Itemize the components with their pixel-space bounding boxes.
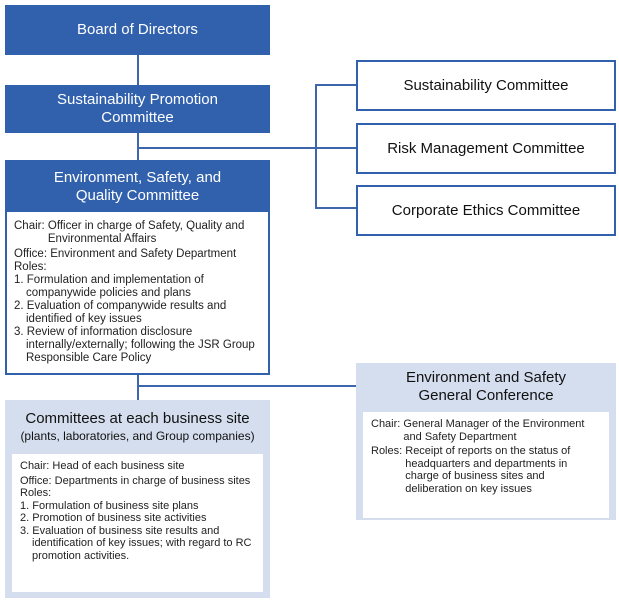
- sustainability-committee-box: Sustainability Committee: [356, 60, 616, 111]
- connector: [137, 147, 356, 149]
- office-value: Environment and Safety Department: [50, 248, 237, 260]
- chair-value: Officer in charge of Safety, Quality and…: [47, 220, 245, 245]
- conference-title: Environment and Safety General Conferenc…: [405, 369, 567, 404]
- connector: [315, 84, 356, 86]
- role-item: 2. Promotion of business site activities: [20, 512, 207, 524]
- roles-label: Roles:: [14, 261, 47, 273]
- role-item: 2. Evaluation of companywide results and…: [14, 300, 227, 325]
- chair-value: General Manager of the Environment and S…: [403, 418, 585, 443]
- roles-label: Roles:: [371, 445, 403, 457]
- role-item: 1. Formulation and implementation of com…: [14, 274, 204, 299]
- connector: [137, 133, 139, 160]
- business-site-committees-box: Committees at each business site (plants…: [5, 400, 270, 598]
- chair-label: Chair:: [20, 460, 50, 472]
- connector: [137, 385, 356, 387]
- connector: [137, 55, 139, 85]
- bracket-connector: [315, 85, 317, 209]
- chair-label: Chair:: [371, 418, 401, 430]
- site-title: Committees at each business site: [25, 410, 250, 427]
- connector: [137, 375, 139, 400]
- sustainability-promotion-committee-box: Sustainability Promotion Committee: [5, 85, 270, 133]
- chair-value: Head of each business site: [52, 460, 185, 472]
- risk-management-committee-box: Risk Management Committee: [356, 123, 616, 174]
- roles-value: Receipt of reports on the status of head…: [405, 445, 571, 495]
- roles-label: Roles:: [20, 487, 52, 499]
- office-label: Office:: [14, 248, 48, 260]
- role-item: 3. Review of information disclosure inte…: [14, 326, 255, 364]
- general-conference-box: Environment and Safety General Conferenc…: [356, 363, 616, 520]
- role-item: 1. Formulation of business site plans: [20, 499, 199, 512]
- esq-title: Environment, Safety, and Quality Committ…: [7, 162, 268, 212]
- board-of-directors-box: Board of Directors: [5, 5, 270, 55]
- chair-label: Chair:: [14, 220, 45, 232]
- role-item: 3. Evaluation of business site results a…: [20, 524, 252, 562]
- office-value: Departments in charge of business sites: [54, 474, 251, 487]
- esq-committee-box: Environment, Safety, and Quality Committ…: [5, 160, 270, 375]
- site-subtitle: (plants, laboratories, and Group compani…: [20, 429, 255, 443]
- connector: [315, 207, 356, 209]
- office-label: Office:: [20, 474, 52, 487]
- corporate-ethics-committee-box: Corporate Ethics Committee: [356, 185, 616, 236]
